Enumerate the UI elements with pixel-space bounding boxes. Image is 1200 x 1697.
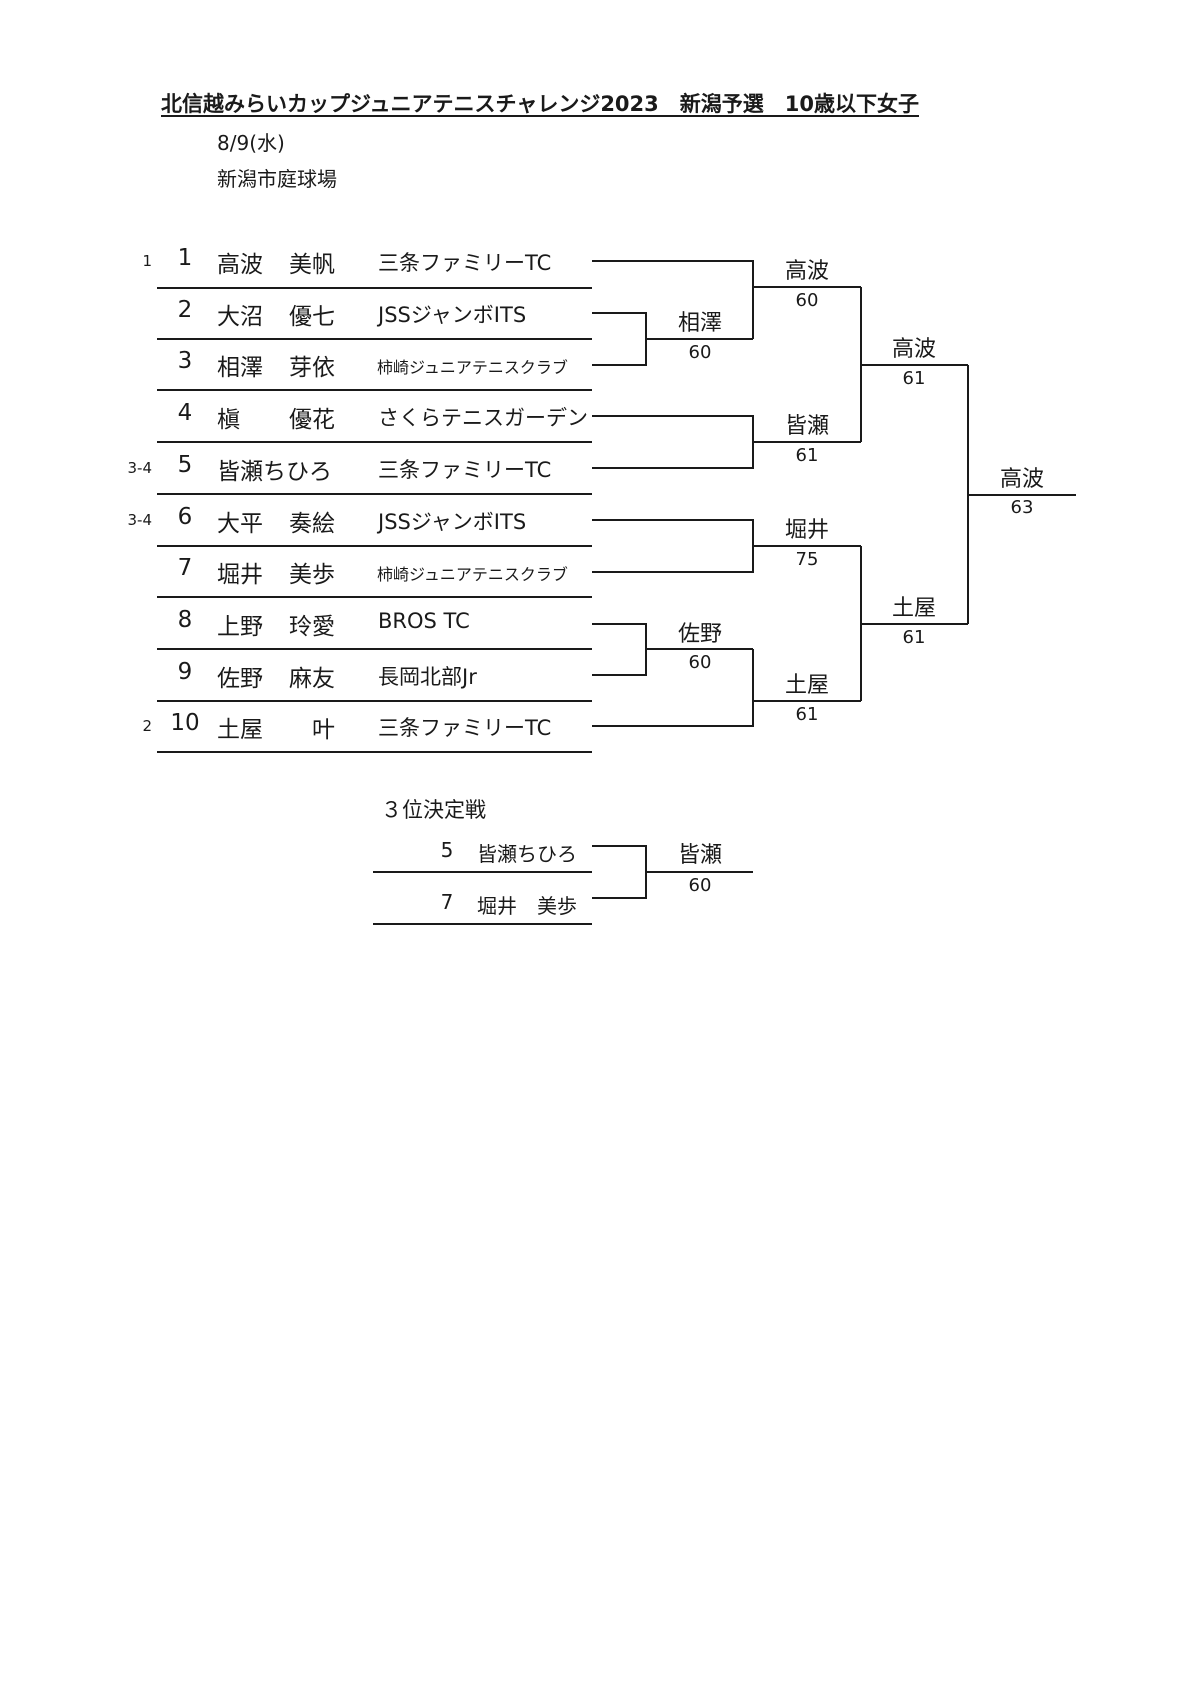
match-winner: 高波 <box>999 467 1044 492</box>
draw-number: 3 <box>177 348 193 374</box>
match-winner: 堀井 <box>784 518 829 543</box>
draw-number: 10 <box>170 710 200 736</box>
seed-label: 1 <box>142 252 152 270</box>
player-given-name: 優七 <box>289 304 335 330</box>
event-date: 8/9(水) <box>217 131 285 155</box>
match-score: 61 <box>902 368 926 389</box>
player-surname: 土屋 <box>217 717 263 743</box>
seed-label: 2 <box>142 717 152 735</box>
draw-number: 1 <box>177 245 193 271</box>
match-winner: 佐野 <box>677 622 722 647</box>
player-club: 三条ファミリーTC <box>378 251 552 275</box>
player-surname: 上野 <box>217 614 263 640</box>
match-winner: 高波 <box>784 259 829 284</box>
player-surname: 堀井 <box>217 562 263 588</box>
player-club: 柿崎ジュニアテニスクラブ <box>377 565 568 584</box>
player-name: 皆瀬ちひろ <box>477 842 577 866</box>
match-score: 60 <box>795 290 819 311</box>
draw-number: 7 <box>177 555 193 581</box>
draw-number: 6 <box>177 504 193 530</box>
match-score: 60 <box>688 652 712 673</box>
player-surname: 佐野 <box>217 666 263 692</box>
match-winner: 高波 <box>891 337 936 362</box>
seed-label: 3-4 <box>127 511 153 529</box>
match-score: 61 <box>795 704 819 725</box>
draw-number: 2 <box>177 297 193 323</box>
player-club: 長岡北部Jr <box>378 665 477 689</box>
player-given-name: 美歩 <box>289 562 335 588</box>
match-score: 61 <box>795 445 819 466</box>
seed-label: 3-4 <box>127 459 153 477</box>
player-given-name: 奏絵 <box>289 511 335 537</box>
player-given-name: 美帆 <box>289 252 335 278</box>
match-score: 61 <box>902 627 926 648</box>
player-club: 三条ファミリーTC <box>378 458 552 482</box>
player-club: BROS TC <box>378 609 470 633</box>
draw-number: 9 <box>177 659 193 685</box>
draw-number: 8 <box>177 607 193 633</box>
player-surname: 槇 <box>217 407 240 433</box>
match-winner: 皆瀬 <box>677 843 722 868</box>
match-score: 75 <box>795 549 819 570</box>
page-title: 北信越みらいカップジュニアテニスチャレンジ2023 新潟予選 10歳以下女子 <box>161 92 919 116</box>
match-score: 60 <box>688 875 712 896</box>
draw-number: 5 <box>177 452 193 478</box>
draw-number: 7 <box>440 890 454 914</box>
section-title: ３位決定戦 <box>381 798 486 822</box>
player-given-name: 叶 <box>312 717 335 743</box>
draw-number: 5 <box>440 838 454 862</box>
match-winner: 土屋 <box>784 673 829 698</box>
player-surname: 皆瀬ちひろ <box>217 459 332 485</box>
player-club: JSSジャンボITS <box>378 510 527 534</box>
player-given-name: 麻友 <box>289 666 335 692</box>
match-score: 60 <box>688 342 712 363</box>
player-surname: 相澤 <box>217 355 263 381</box>
player-given-name: 玲愛 <box>289 614 335 640</box>
player-club: JSSジャンボITS <box>378 303 527 327</box>
player-given-name: 優花 <box>289 407 335 433</box>
player-surname: 高波 <box>217 252 263 278</box>
player-club: 三条ファミリーTC <box>378 716 552 740</box>
player-name: 堀井 美歩 <box>477 894 577 918</box>
match-score: 63 <box>1010 497 1034 518</box>
player-club: 柿崎ジュニアテニスクラブ <box>377 358 568 377</box>
event-venue: 新潟市庭球場 <box>217 167 337 191</box>
player-given-name: 芽依 <box>289 355 335 381</box>
player-surname: 大沼 <box>217 304 263 330</box>
match-winner: 土屋 <box>891 596 936 621</box>
match-winner: 皆瀬 <box>784 414 829 439</box>
player-club: さくらテニスガーデン <box>378 406 588 430</box>
player-surname: 大平 <box>217 511 263 537</box>
draw-number: 4 <box>177 400 193 426</box>
match-winner: 相澤 <box>677 311 722 336</box>
